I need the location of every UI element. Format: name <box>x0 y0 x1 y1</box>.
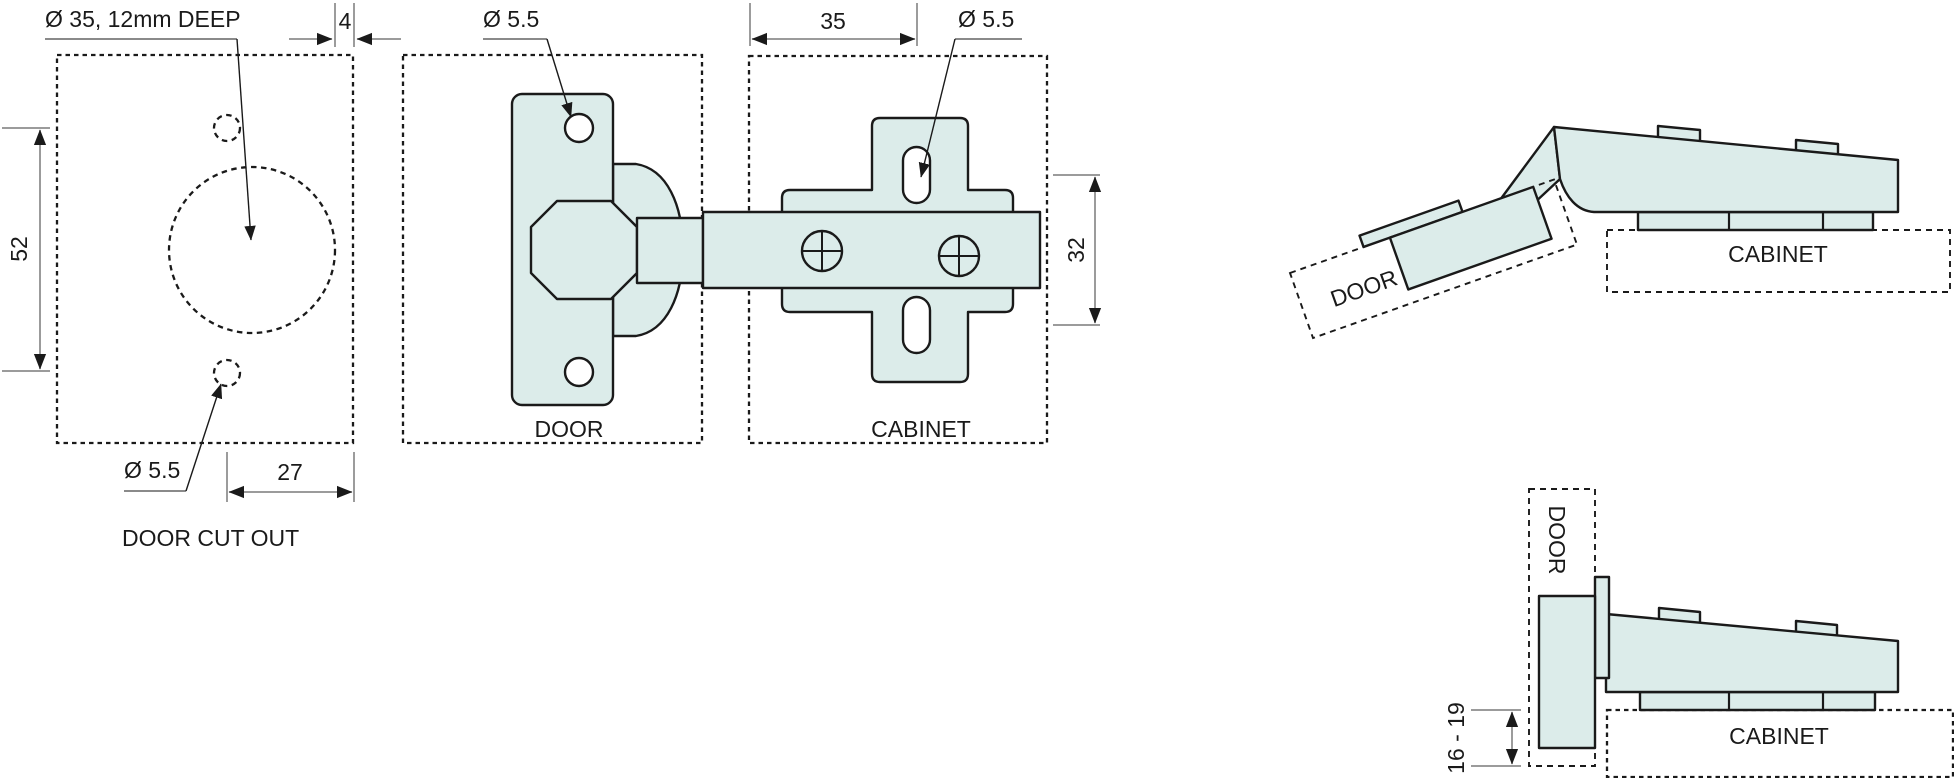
plate-strip <box>1638 690 1877 712</box>
door-body-outline <box>1288 178 1579 340</box>
hinge-arm-wedge <box>1552 125 1900 214</box>
cup-hole-35mm <box>167 165 337 335</box>
dim-32: 32 <box>1063 237 1089 263</box>
cabinet-plate-view: 35 Ø 5.5 32 CABINET <box>701 3 1102 445</box>
cabinet-label: CABINET <box>1728 241 1828 267</box>
plate-slot-bottom <box>901 295 932 355</box>
hinge-arm-wedge <box>1604 612 1900 694</box>
cabinet-body-outline <box>1606 229 1951 293</box>
screw-label-leader <box>918 38 956 178</box>
cup-hole-label: Ø 35, 12mm DEEP <box>45 6 241 32</box>
mounting-plate-side <box>1638 690 1877 712</box>
door-cutout-caption: DOOR CUT OUT <box>122 525 299 551</box>
dim-27: 27 <box>277 459 303 485</box>
door-cutout-view: Ø 35, 12mm DEEP 4 52 Ø 5.5 27 DOOR CUT O… <box>2 3 401 551</box>
adjustment-screw-front <box>800 229 844 273</box>
open-position-view: DOOR CABINET <box>1288 124 1951 340</box>
door-caption: DOOR <box>535 416 604 442</box>
dim-52: 52 <box>6 236 32 262</box>
dim-4: 4 <box>339 8 352 34</box>
dim-16-19: 16 - 19 <box>1443 702 1469 774</box>
door-label: DOOR <box>1544 506 1570 575</box>
screw-label-leader <box>185 383 223 492</box>
hinge-arm-bar <box>701 210 1042 290</box>
hinge-arm-neck <box>635 216 705 285</box>
plate-strip <box>1636 210 1875 232</box>
cabinet-label: CABINET <box>1729 723 1829 749</box>
door-body-outline <box>1528 488 1596 767</box>
door-hinge-view: Ø 5.5 DOOR <box>401 6 705 445</box>
door-label: DOOR <box>1327 264 1401 312</box>
screw-hole-label: Ø 5.5 <box>958 6 1014 32</box>
mounting-plate-side <box>1636 210 1875 232</box>
screw-label-leader <box>546 38 573 118</box>
hinge-cup-side <box>1537 594 1597 750</box>
cup-label-leader <box>236 38 256 241</box>
open-door-assembly: DOOR <box>1288 178 1579 340</box>
cabinet-caption: CABINET <box>871 416 971 442</box>
cup-flange <box>1593 575 1611 680</box>
dim-35: 35 <box>820 8 846 34</box>
hinge-cup-boss <box>529 199 639 301</box>
closed-position-view: 16 - 19 DOOR CABINET <box>1443 488 1954 778</box>
screw-hole-label: Ø 5.5 <box>124 457 180 483</box>
screw-hole-top <box>212 113 242 143</box>
plate-slot-top <box>901 145 932 205</box>
plate-screw-hole-top <box>563 112 595 144</box>
plate-screw-hole-bottom <box>563 356 595 388</box>
screw-hole-bottom <box>212 358 242 388</box>
hinge-cup-side <box>1388 185 1553 291</box>
screw-hole-label: Ø 5.5 <box>483 6 539 32</box>
adjustment-screw-rear <box>937 234 981 278</box>
door-panel-outline <box>55 53 355 445</box>
